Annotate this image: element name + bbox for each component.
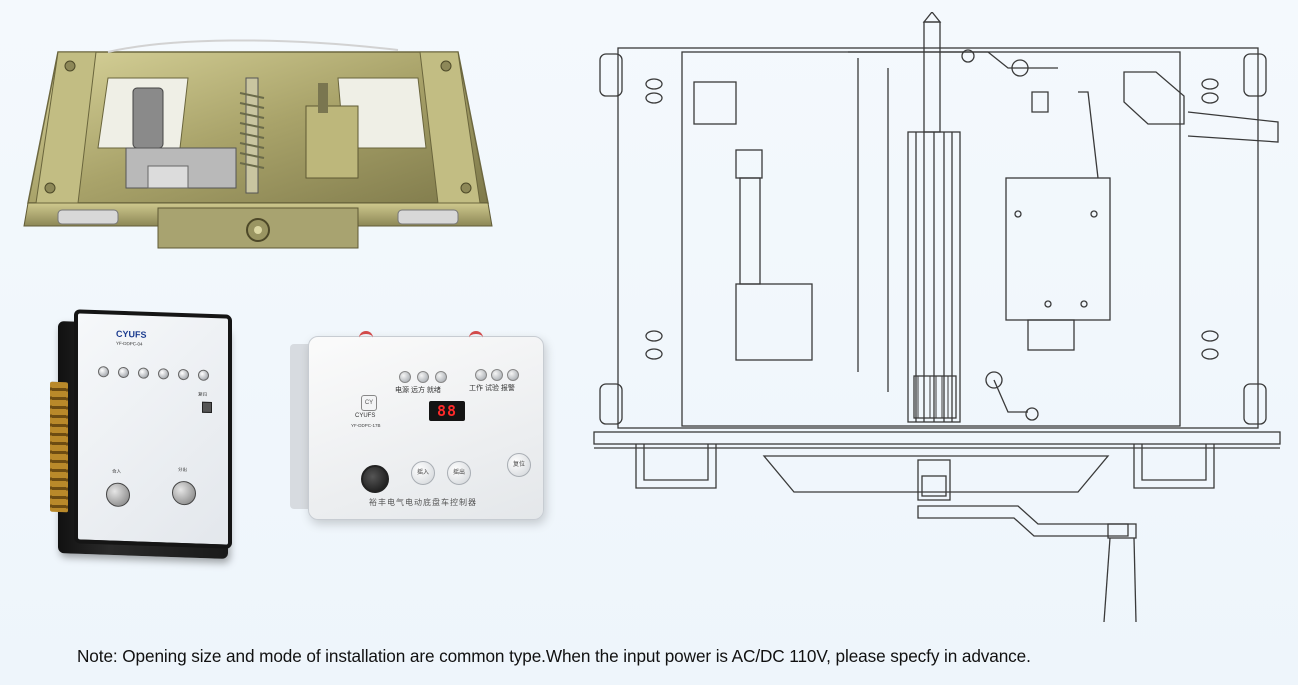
led-test-icon <box>178 368 189 381</box>
labels-left: 电源 远方 就绪 <box>395 387 441 394</box>
led-remote-icon <box>417 371 429 383</box>
terminal-block <box>50 381 68 513</box>
led-ready-icon <box>435 371 447 383</box>
crank-out-button[interactable]: 摇出 <box>447 461 471 485</box>
crank-in-button[interactable]: 摇入 <box>411 461 435 485</box>
controller-b-brand: CYUFS <box>355 413 376 419</box>
labels-right: 工作 试验 报警 <box>469 385 515 392</box>
open-button[interactable] <box>172 480 196 506</box>
led-alarm-icon <box>507 369 519 381</box>
mount-tab-left <box>359 331 373 342</box>
controller-b-photo: CY CYUFS YF-DDPC-17B 电源 远方 就绪 工作 试验 报警 8… <box>290 331 548 526</box>
seven-segment-display: 88 <box>429 401 465 421</box>
reset-label: 复归 <box>198 391 207 397</box>
led-power-icon <box>399 371 411 383</box>
led-alarm-icon <box>198 369 209 381</box>
open-label: 分出 <box>178 466 187 473</box>
mount-tab-right <box>469 331 483 342</box>
led-test-icon <box>491 369 503 381</box>
chassis-truck-photo <box>23 39 493 249</box>
controller-a-faceplate: CYUFS YF-DDPC-04 复归 合入 分出 <box>74 309 232 549</box>
led-remote-icon <box>118 366 129 379</box>
controller-b-box: CY CYUFS YF-DDPC-17B 电源 远方 就绪 工作 试验 报警 8… <box>308 331 544 520</box>
led-ready-icon <box>138 367 149 379</box>
controller-a-photo: CYUFS YF-DDPC-04 复归 合入 分出 <box>50 309 240 559</box>
controller-a-model: YF-DDPC-04 <box>116 340 143 347</box>
installation-note: Note: Opening size and mode of installat… <box>77 646 1031 666</box>
close-label: 合入 <box>112 468 121 474</box>
close-button[interactable] <box>106 482 130 508</box>
led-work-icon <box>475 369 487 381</box>
power-knob[interactable] <box>361 465 389 493</box>
controller-a-brand: CYUFS <box>116 328 147 340</box>
reset-button[interactable]: 复位 <box>507 453 531 477</box>
led-work-icon <box>158 368 169 380</box>
brand-logo-icon: CY <box>361 395 377 411</box>
controller-b-model: YF-DDPC-17B <box>351 423 381 428</box>
reset-button[interactable] <box>202 401 212 414</box>
controller-b-footer: 裕丰电气电动底盘车控制器 <box>369 498 477 507</box>
led-power-icon <box>98 366 109 378</box>
chassis-technical-drawing <box>593 12 1281 623</box>
